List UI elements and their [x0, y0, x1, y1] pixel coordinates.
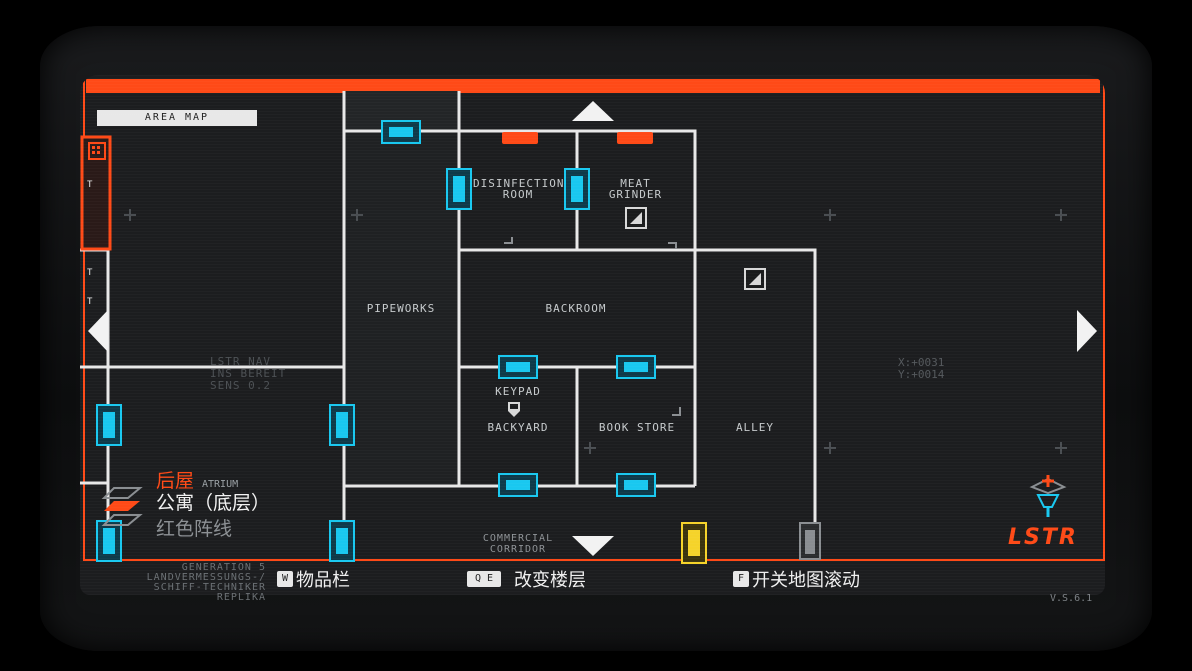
svg-text:T: T: [87, 268, 93, 278]
door-blue[interactable]: [96, 520, 122, 562]
nav-overlay-line: LSTR NAV: [210, 355, 271, 368]
control-change-floor[interactable]: Q E 改变楼层: [467, 566, 586, 592]
room-label-pipeworks: PIPEWORKS: [366, 302, 436, 315]
room-label-backroom: BACKROOM: [545, 302, 607, 315]
location-building: 公寓（底层）: [156, 492, 271, 514]
door-blue[interactable]: [96, 404, 122, 446]
door-blue[interactable]: [564, 168, 590, 210]
stairs-icon[interactable]: [744, 268, 766, 290]
grid-plus-markers: [124, 209, 1067, 454]
nav-overlay-line: INS BEREIT: [210, 367, 287, 380]
area-map[interactable]: T T T: [80, 75, 1105, 595]
generation-line: REPLIKA: [216, 592, 266, 603]
coord-x: X:+0031: [898, 356, 945, 369]
map-screen: T T T: [80, 75, 1105, 595]
svg-text:T: T: [87, 180, 93, 190]
top-accent-bar: [86, 79, 1100, 93]
version-label: V.S.6.1: [1050, 593, 1093, 604]
control-inventory-label: 物品栏: [296, 570, 350, 591]
red-grid-icon: [88, 142, 106, 160]
generation-line: GENERATION 5: [181, 562, 266, 573]
door-blue[interactable]: [616, 473, 656, 497]
door-blue[interactable]: [498, 355, 538, 379]
door-blue[interactable]: [446, 168, 472, 210]
room-label-disinfection: DISINFECTION ROOM: [473, 177, 565, 201]
coord-y: Y:+0014: [898, 368, 945, 381]
lstr-logo-text: LSTR: [1008, 525, 1078, 550]
control-toggle-scroll-label: 开关地图滚动: [752, 570, 860, 591]
arrow-down-icon[interactable]: [572, 536, 614, 556]
location-sector: 后屋: [156, 470, 195, 492]
svg-text:T: T: [87, 297, 93, 307]
floor-layers-icon: [101, 487, 143, 526]
area-map-title: AREA MAP: [97, 110, 257, 126]
room-label-meat-grinder: MEAT GRINDER: [608, 177, 663, 201]
keypad-icon[interactable]: [508, 402, 520, 417]
control-change-floor-label: 改变楼层: [514, 570, 586, 591]
location-sector-sub: ATRIUM: [202, 479, 239, 490]
generation-line: SCHIFF-TECHNIKER: [153, 582, 266, 593]
screen-frame: [83, 79, 1105, 561]
key-w: W: [277, 571, 293, 587]
door-gray[interactable]: [799, 522, 821, 560]
arrow-right-icon[interactable]: [1077, 310, 1097, 352]
room-label-book-store: BOOK STORE: [598, 421, 676, 434]
generation-info: GENERATION 5 LANDVERMESSUNGS-/ SCHIFF-TE…: [80, 563, 266, 603]
nav-overlay-line: SENS 0.2: [210, 379, 271, 392]
key-qe: Q E: [467, 571, 501, 587]
door-blue[interactable]: [329, 520, 355, 562]
door-blue[interactable]: [329, 404, 355, 446]
key-f: F: [733, 571, 749, 587]
room-corner-marks: [504, 237, 681, 416]
lstr-emblem-icon: [1029, 475, 1067, 517]
arrow-left-icon[interactable]: [88, 310, 108, 352]
door-yellow[interactable]: [681, 522, 707, 564]
control-inventory[interactable]: W 物品栏: [277, 566, 350, 592]
door-blue[interactable]: [498, 473, 538, 497]
room-label-commercial-corridor: COMMERCIAL CORRIDOR: [482, 533, 554, 555]
room-label-keypad: KEYPAD: [495, 385, 541, 398]
room-label-alley: ALLEY: [735, 421, 775, 434]
generation-line: LANDVERMESSUNGS-/: [146, 572, 266, 583]
locked-door-orange[interactable]: [502, 132, 653, 144]
door-blue[interactable]: [616, 355, 656, 379]
door-blue[interactable]: [381, 120, 421, 144]
arrow-up-icon[interactable]: [572, 101, 614, 121]
location-zone: 红色阵线: [156, 518, 233, 540]
room-label-backyard: BACKYARD: [487, 421, 549, 434]
map-coordinates: X:+0031 Y:+0014: [898, 357, 944, 381]
control-toggle-scroll[interactable]: F 开关地图滚动: [733, 566, 860, 592]
lstr-logo: LSTR: [1008, 525, 1078, 550]
stairs-icon[interactable]: [625, 207, 647, 229]
